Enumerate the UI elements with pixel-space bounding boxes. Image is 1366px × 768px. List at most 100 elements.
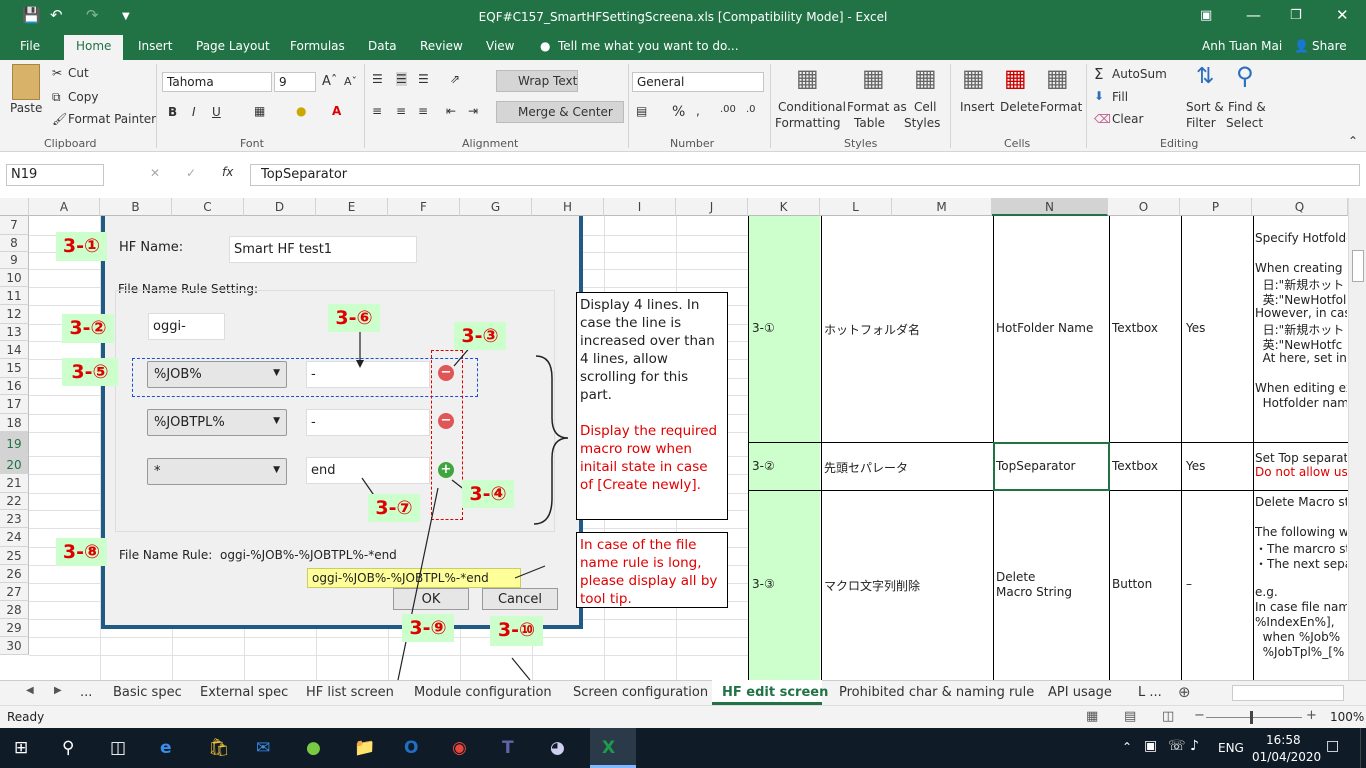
column-header[interactable]: E bbox=[316, 198, 388, 216]
separator-input-2[interactable]: - bbox=[306, 409, 430, 436]
sort-filter-icon[interactable]: ⇅ bbox=[1196, 64, 1215, 89]
macro-select-2[interactable]: %JOBTPL%▼ bbox=[147, 409, 287, 436]
fill-icon[interactable]: ⬇ bbox=[1094, 89, 1105, 103]
row-header[interactable]: 25 bbox=[0, 547, 29, 565]
row-header[interactable]: 11 bbox=[0, 287, 29, 305]
font-name-select[interactable]: Tahoma bbox=[162, 72, 272, 92]
user-name[interactable]: Anh Tuan Mai bbox=[1202, 39, 1283, 53]
decrease-decimal-icon[interactable]: .0 bbox=[746, 104, 756, 115]
row-header[interactable]: 8 bbox=[0, 235, 29, 252]
percent-icon[interactable]: % bbox=[672, 104, 686, 120]
zoom-slider[interactable] bbox=[1206, 717, 1302, 718]
format-as-table-label[interactable]: Format as bbox=[847, 100, 907, 114]
align-left-icon[interactable]: ≡ bbox=[372, 104, 383, 118]
notifications-icon[interactable]: □ bbox=[1326, 738, 1340, 754]
share-icon[interactable]: 👤 bbox=[1294, 39, 1309, 53]
align-center-icon[interactable]: ≡ bbox=[396, 104, 407, 118]
row-header[interactable]: 27 bbox=[0, 583, 29, 601]
cell-styles-label2[interactable]: Styles bbox=[904, 116, 941, 130]
language-indicator[interactable]: ENG bbox=[1218, 741, 1244, 755]
zoom-in-icon[interactable]: + bbox=[1306, 708, 1317, 723]
store-icon[interactable]: 🛍 bbox=[208, 738, 230, 758]
insert-cells-icon[interactable]: ▦ bbox=[962, 64, 985, 92]
row-header[interactable]: 7 bbox=[0, 216, 29, 235]
tab-review[interactable]: Review bbox=[420, 39, 463, 53]
column-header[interactable]: B bbox=[100, 198, 172, 216]
active-sheet-tab[interactable] bbox=[712, 680, 822, 705]
volume-icon[interactable]: ♪ bbox=[1190, 738, 1199, 754]
sheet-tab-more-right[interactable]: L ... bbox=[1138, 685, 1162, 700]
conditional-formatting-icon[interactable]: ▦ bbox=[796, 64, 819, 92]
align-middle-icon[interactable]: ☰ bbox=[396, 72, 407, 86]
font-color-icon[interactable]: A bbox=[332, 104, 342, 118]
increase-font-icon[interactable]: Aˆ bbox=[322, 74, 338, 89]
font-size-select[interactable]: 9 bbox=[274, 72, 316, 92]
ribbon-display-icon[interactable]: ▣ bbox=[1200, 8, 1213, 23]
edge-icon[interactable]: e bbox=[160, 738, 172, 758]
selected-cell[interactable] bbox=[993, 442, 1110, 491]
column-header[interactable]: L bbox=[820, 198, 892, 216]
task-view-icon[interactable]: ◫ bbox=[110, 738, 127, 758]
column-header[interactable]: C bbox=[172, 198, 244, 216]
outlook-icon[interactable]: O bbox=[404, 738, 419, 758]
column-header[interactable]: A bbox=[29, 198, 100, 216]
cell-styles-label[interactable]: Cell bbox=[914, 100, 937, 114]
tab-view[interactable]: View bbox=[486, 39, 515, 53]
number-format-select[interactable]: General bbox=[632, 72, 764, 92]
close-icon[interactable]: ✕ bbox=[1336, 6, 1349, 24]
tab-file[interactable]: File bbox=[20, 39, 41, 53]
paste-button[interactable]: Paste bbox=[10, 101, 43, 115]
select-all-corner[interactable] bbox=[0, 198, 29, 216]
find-select-label2[interactable]: Select bbox=[1226, 116, 1264, 130]
row-header[interactable]: 29 bbox=[0, 619, 29, 637]
redo-icon[interactable]: ↷ bbox=[86, 6, 99, 24]
sheet-tab-module-configuration[interactable]: Module configuration bbox=[414, 685, 552, 700]
italic-icon[interactable]: I bbox=[192, 105, 196, 119]
conditional-formatting-label[interactable]: Conditional bbox=[778, 100, 846, 114]
format-cells-icon[interactable]: ▦ bbox=[1046, 64, 1069, 92]
zoom-slider-thumb[interactable] bbox=[1250, 711, 1253, 724]
row-header[interactable]: 21 bbox=[0, 474, 29, 493]
start-icon[interactable]: ⊞ bbox=[14, 738, 29, 758]
collapse-ribbon-icon[interactable]: ⌃ bbox=[1348, 134, 1359, 148]
enter-formula-icon[interactable]: ✓ bbox=[186, 166, 197, 180]
clear-icon[interactable]: ⌫ bbox=[1094, 112, 1111, 126]
separator-input-3[interactable]: end bbox=[306, 457, 430, 484]
align-bottom-icon[interactable]: ☰ bbox=[418, 72, 429, 86]
tab-formulas[interactable]: Formulas bbox=[290, 39, 345, 53]
tray-network-icon[interactable]: ☏ bbox=[1168, 738, 1186, 754]
column-header[interactable]: H bbox=[532, 198, 604, 216]
file-explorer-icon[interactable]: 📁 bbox=[354, 738, 376, 758]
scroll-thumb[interactable] bbox=[1352, 250, 1364, 282]
format-as-table-label2[interactable]: Table bbox=[854, 116, 886, 130]
eclipse-icon[interactable]: ◕ bbox=[550, 738, 565, 758]
column-header[interactable]: O bbox=[1108, 198, 1180, 216]
tab-insert[interactable]: Insert bbox=[138, 39, 173, 53]
minimize-icon[interactable]: — bbox=[1246, 6, 1261, 24]
insert-function-icon[interactable]: fx bbox=[222, 165, 234, 179]
underline-icon[interactable]: U bbox=[212, 105, 221, 119]
tray-app-icon[interactable]: ▣ bbox=[1144, 738, 1158, 754]
sticky-app-icon[interactable]: ● bbox=[306, 738, 321, 758]
save-icon[interactable]: 💾 bbox=[22, 6, 41, 24]
row-header[interactable]: 10 bbox=[0, 269, 29, 287]
zoom-level[interactable]: 100% bbox=[1330, 710, 1365, 724]
normal-view-icon[interactable]: ▦ bbox=[1086, 709, 1099, 724]
copy-button[interactable]: Copy bbox=[68, 90, 99, 104]
column-header[interactable]: J bbox=[676, 198, 748, 216]
column-header[interactable]: M bbox=[892, 198, 992, 216]
sheet-tab-hf-list-screen[interactable]: HF list screen bbox=[306, 685, 394, 700]
cut-icon[interactable]: ✂ bbox=[52, 66, 63, 80]
column-header[interactable]: G bbox=[460, 198, 532, 216]
row-header[interactable]: 18 bbox=[0, 414, 29, 432]
share-button[interactable]: Share bbox=[1312, 39, 1347, 53]
column-header[interactable]: P bbox=[1180, 198, 1252, 216]
restore-icon[interactable]: ❐ bbox=[1290, 8, 1302, 23]
delete-macro-icon[interactable]: − bbox=[438, 365, 454, 381]
format-painter-icon[interactable]: 🖌 bbox=[52, 112, 68, 126]
row-header[interactable]: 22 bbox=[0, 493, 29, 510]
cancel-button[interactable]: Cancel bbox=[482, 588, 558, 610]
row-header[interactable]: 28 bbox=[0, 601, 29, 619]
row-header[interactable]: 16 bbox=[0, 378, 29, 395]
copy-icon[interactable]: ⧉ bbox=[52, 90, 61, 104]
